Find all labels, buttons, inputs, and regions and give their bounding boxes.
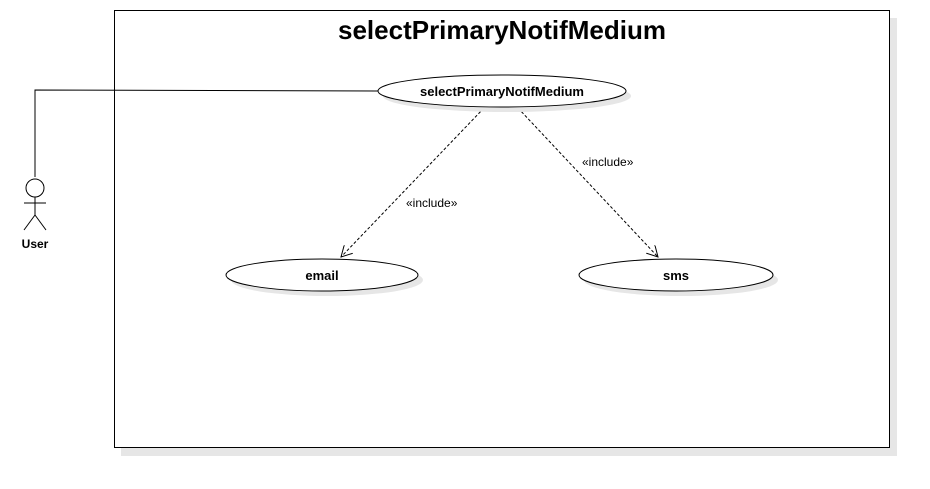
use-case-email[interactable]: email bbox=[225, 258, 423, 296]
include-label-email: «include» bbox=[406, 196, 458, 210]
use-case-email-label: email bbox=[305, 268, 338, 283]
actor-label: User bbox=[22, 237, 49, 251]
include-label-sms: «include» bbox=[582, 155, 634, 169]
actor-right-leg bbox=[34, 214, 47, 231]
use-case-main[interactable]: selectPrimaryNotifMedium bbox=[377, 74, 631, 112]
system-title: selectPrimaryNotifMedium bbox=[338, 15, 666, 45]
use-case-email-ellipse bbox=[225, 258, 419, 292]
include-arrow-sms bbox=[517, 107, 658, 257]
actor-left-leg bbox=[23, 214, 36, 231]
actor-head bbox=[25, 178, 45, 198]
association-line bbox=[34, 89, 379, 177]
use-case-sms-label: sms bbox=[663, 268, 689, 283]
use-case-main-ellipse bbox=[377, 74, 627, 108]
use-case-main-label: selectPrimaryNotifMedium bbox=[420, 84, 584, 99]
use-case-sms[interactable]: sms bbox=[578, 258, 778, 296]
use-case-sms-ellipse bbox=[578, 258, 774, 292]
actor-user[interactable]: User bbox=[22, 178, 49, 251]
include-arrow-email bbox=[341, 107, 485, 257]
